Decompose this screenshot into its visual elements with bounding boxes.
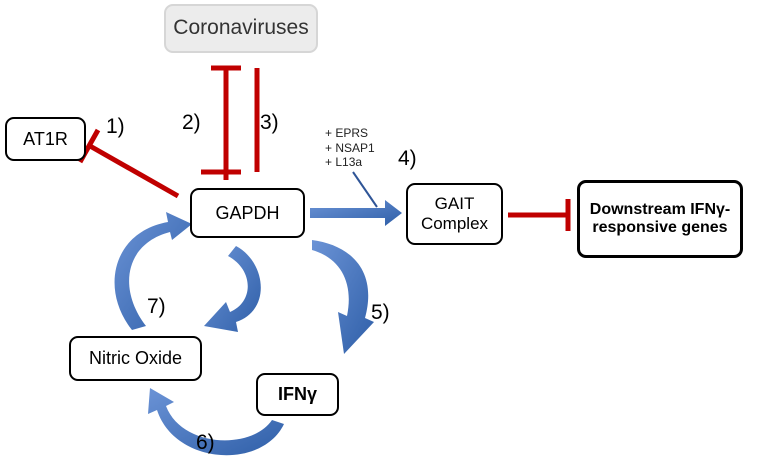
inhibit-gapdh-at1r — [77, 128, 180, 199]
downstream-label-line2: responsive genes — [592, 219, 728, 236]
coronaviruses-label: Coronaviruses — [173, 16, 309, 40]
cofactor-nsap1: + NSAP1 — [325, 140, 375, 155]
downstream-genes-node: Downstream IFNγ- responsive genes — [577, 180, 743, 258]
cofactor-list: + EPRS + NSAP1 + L13a — [325, 126, 375, 170]
at1r-label: AT1R — [23, 128, 68, 149]
inhibit-corona-gapdh — [201, 68, 260, 175]
step-label-4: 4) — [398, 147, 417, 170]
arrow-gapdh-gait — [310, 171, 402, 226]
gait-label-line1: GAIT — [434, 194, 475, 214]
at1r-node: AT1R — [5, 117, 86, 161]
ifng-label: IFNγ — [277, 384, 317, 405]
step-label-3: 3) — [260, 111, 279, 134]
cofactor-l13a: + L13a — [325, 155, 363, 169]
arrow-gapdh-no — [204, 246, 261, 332]
arrow-gapdh-ifng — [312, 240, 374, 354]
coronaviruses-node: Coronaviruses — [164, 4, 318, 53]
step-label-7: 7) — [147, 295, 166, 318]
gapdh-node: GAPDH — [190, 188, 305, 238]
downstream-label-line1: Downstream IFNγ- — [589, 200, 731, 218]
step-label-5: 5) — [371, 301, 390, 324]
step-label-1: 1) — [106, 115, 125, 138]
inhibit-gapdh-corona — [211, 65, 241, 180]
gait-complex-node: GAIT Complex — [406, 183, 503, 245]
arrow-ifng-no — [148, 388, 284, 456]
arrow-no-gapdh — [114, 212, 192, 330]
step-label-2: 2) — [182, 111, 201, 134]
gapdh-label: GAPDH — [215, 202, 280, 223]
step-label-6: 6) — [196, 431, 215, 454]
gait-label-line2: Complex — [420, 214, 489, 233]
inhibit-gait-downstream — [508, 199, 571, 231]
cofactor-eprs: + EPRS — [325, 126, 369, 140]
ifng-node: IFNγ — [256, 373, 339, 416]
nitric-oxide-node: Nitric Oxide — [69, 336, 202, 381]
nitric-oxide-label: Nitric Oxide — [88, 348, 182, 369]
